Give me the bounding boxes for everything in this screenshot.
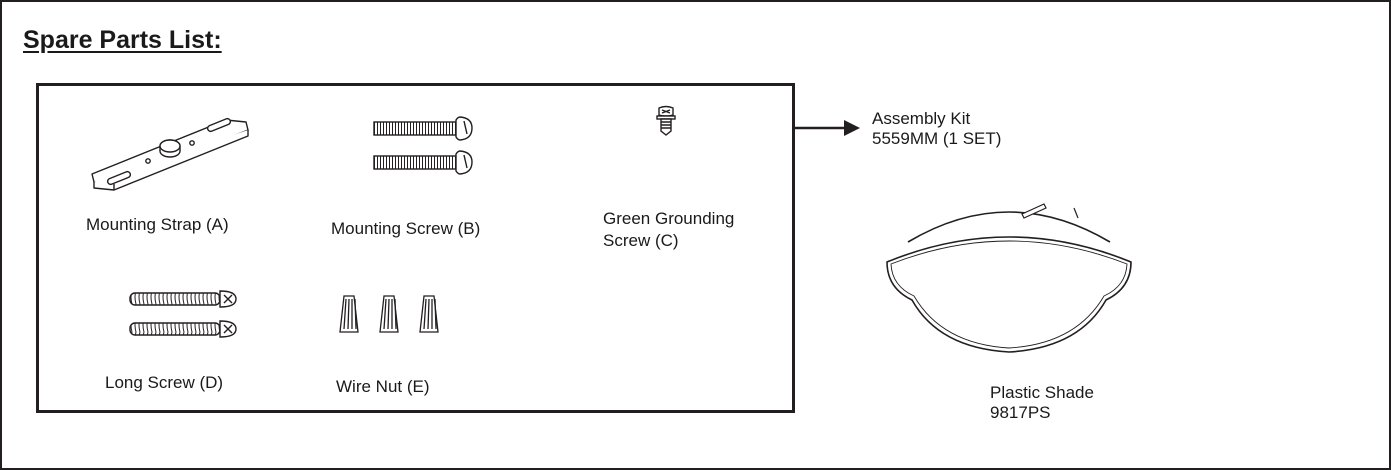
arrow-icon — [792, 120, 860, 136]
assembly-kit-label-2: 5559MM (1 SET) — [872, 129, 1002, 148]
plastic-shade-label-2: 9817PS — [990, 403, 1051, 422]
assembly-kit-label-1: Assembly Kit — [872, 109, 971, 128]
grounding-screw-label-1: Green Grounding — [603, 209, 735, 228]
long-screw-label: Long Screw (D) — [105, 373, 224, 392]
mounting-strap-icon — [91, 117, 249, 191]
mounting-screw-label: Mounting Screw (B) — [331, 219, 481, 238]
mounting-strap-label: Mounting Strap (A) — [86, 215, 229, 234]
mounting-screw-icon — [373, 116, 473, 175]
grounding-screw-label-2: Screw (C) — [603, 231, 679, 250]
plastic-shade-icon — [886, 203, 1132, 353]
assembly-kit-box — [36, 83, 795, 413]
wire-nut-label: Wire Nut (E) — [336, 377, 430, 396]
plastic-shade-label-1: Plastic Shade — [990, 383, 1094, 402]
page-title: Spare Parts List: — [23, 26, 222, 54]
wire-nut-icon — [339, 295, 439, 333]
grounding-screw-icon — [656, 105, 676, 136]
long-screw-icon — [129, 290, 237, 338]
